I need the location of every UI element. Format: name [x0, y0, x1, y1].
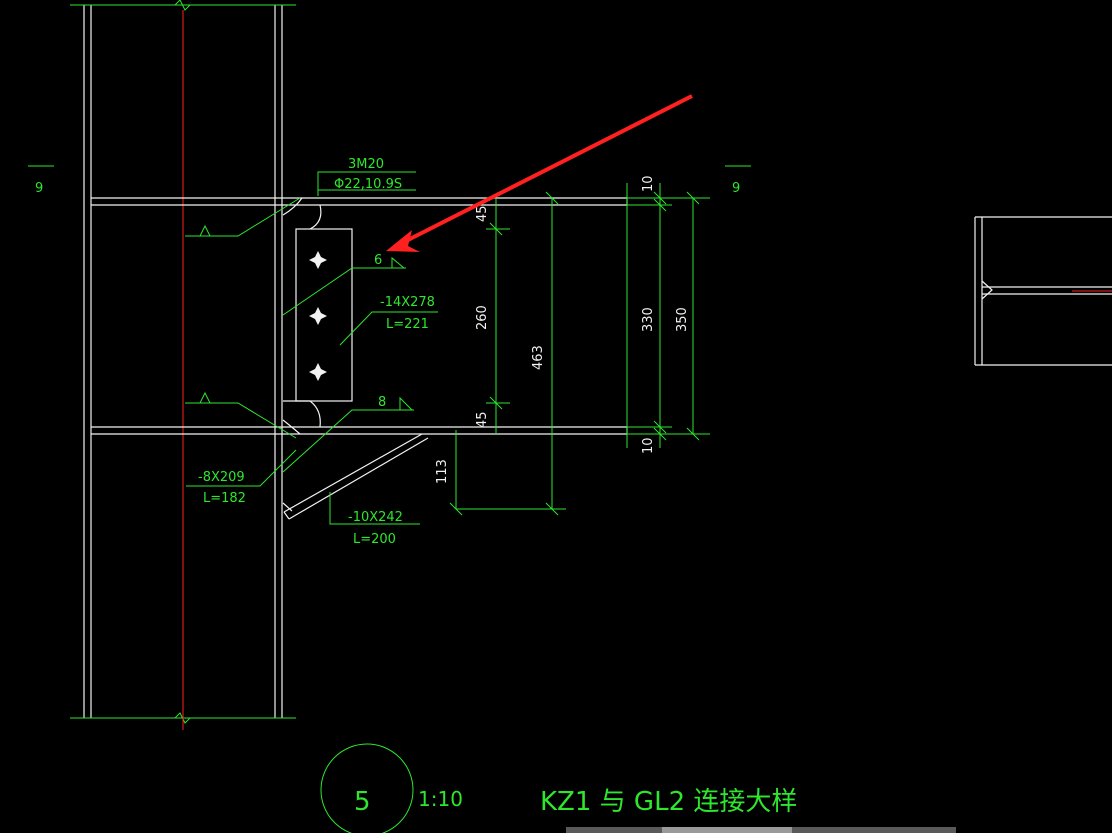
dim-330: 330	[641, 307, 656, 332]
section-mark-left: 9	[28, 165, 54, 196]
svg-text:L=200: L=200	[353, 532, 396, 547]
plate-shear-label: -14X278 L=221	[339, 295, 438, 346]
svg-text:-14X278: -14X278	[380, 295, 435, 310]
dim-bot-45: 45	[475, 411, 490, 428]
plate-stiffener-label: -8X209 L=182	[186, 449, 297, 506]
weld-leader-upper	[185, 197, 301, 237]
dim-463: 463	[531, 345, 546, 370]
svg-text:Φ22,10.9S: Φ22,10.9S	[334, 177, 402, 192]
bolt-icon	[309, 363, 327, 381]
scrollbar-thumb[interactable]	[662, 827, 792, 833]
dim-260: 260	[475, 305, 490, 330]
dim-113: 113	[435, 459, 450, 484]
brace-plate	[282, 433, 429, 520]
annotation-arrow-icon	[386, 94, 693, 252]
bolt-icon	[309, 307, 327, 325]
adjacent-detail-partial	[974, 216, 1112, 366]
bolt-icon	[309, 251, 327, 269]
dimension-330-350	[626, 183, 710, 448]
svg-text:8: 8	[378, 395, 386, 410]
bolt-note: 3M20 Φ22,10.9S	[317, 157, 416, 196]
svg-text:L=182: L=182	[203, 491, 246, 506]
horizontal-scrollbar[interactable]	[566, 827, 956, 833]
plate-brace-label: -10X242 L=200	[329, 492, 420, 547]
svg-text:L=221: L=221	[386, 317, 429, 332]
weld-symbol-8: 8	[282, 395, 414, 473]
drawing-title: KZ1 与 GL2 连接大样	[540, 787, 797, 817]
section-mark-right: 9	[725, 165, 751, 196]
svg-text:9: 9	[732, 181, 740, 196]
shear-plate	[283, 204, 353, 428]
dim-bot-10: 10	[641, 437, 656, 454]
dim-top-45: 45	[475, 205, 490, 222]
svg-text:-10X242: -10X242	[348, 510, 403, 525]
weld-leader-lower	[185, 391, 297, 439]
beam-gl2	[91, 197, 628, 435]
weld-symbol-6: 6	[282, 253, 406, 316]
scale-label: 1:10	[418, 787, 463, 811]
svg-text:-8X209: -8X209	[198, 470, 245, 485]
svg-text:5: 5	[354, 787, 371, 817]
dimension-chain-inner	[486, 198, 510, 434]
detail-marker: 5	[320, 743, 414, 833]
dimension-463	[449, 191, 566, 516]
svg-text:6: 6	[374, 253, 382, 268]
dim-top-10: 10	[641, 175, 656, 192]
bolt-group	[309, 251, 327, 381]
svg-text:9: 9	[35, 181, 43, 196]
dim-350: 350	[675, 307, 690, 332]
svg-text:3M20: 3M20	[348, 157, 384, 172]
